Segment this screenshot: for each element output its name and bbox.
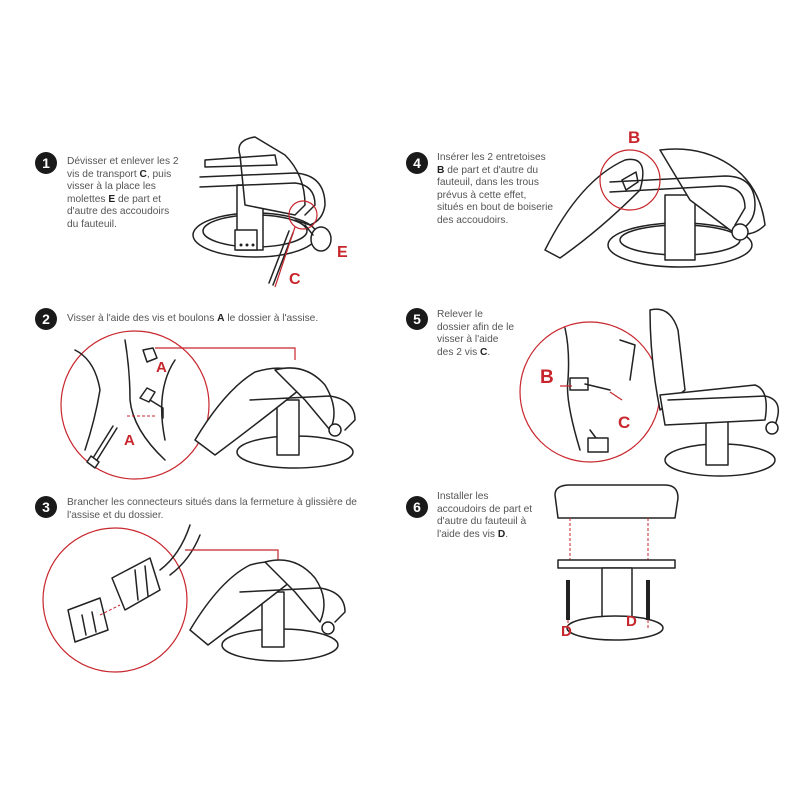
step-1-label-c: C bbox=[289, 271, 301, 288]
step-3-badge: 3 bbox=[35, 496, 57, 518]
step-4-illustration bbox=[544, 148, 766, 268]
step-2-label-a-bottom: A bbox=[124, 432, 135, 449]
step-1-text: Dévisser et enlever les 2 vis de transpo… bbox=[67, 156, 179, 230]
step-2-text: Visser à l'aide des vis et boulons A le … bbox=[67, 313, 319, 324]
step-6-label-d-right: D bbox=[626, 613, 637, 630]
step-5-illustration bbox=[519, 308, 780, 477]
step-1-label-e: E bbox=[337, 244, 348, 261]
step-4-badge: 4 bbox=[406, 152, 428, 174]
step-2-illustration bbox=[60, 330, 356, 480]
step-5-label-b: B bbox=[540, 367, 554, 388]
step-5-text: Relever le dossier afin de le visser à l… bbox=[437, 309, 515, 358]
step-6-badge: 6 bbox=[406, 496, 428, 518]
step-3-illustration bbox=[42, 524, 346, 673]
step-1-illustration bbox=[192, 136, 332, 288]
step-4-text: Insérer les 2 entretoises B de part et d… bbox=[437, 152, 554, 226]
step-3-text: Brancher les connecteurs situés dans la … bbox=[67, 497, 357, 521]
step-1-badge: 1 bbox=[35, 152, 57, 174]
step-4-label-b: B bbox=[628, 128, 641, 147]
step-2-badge: 2 bbox=[35, 308, 57, 330]
step-6-label-d-left: D bbox=[561, 623, 572, 640]
step-2-label-a-top: A bbox=[156, 359, 167, 376]
step-6-illustration bbox=[554, 484, 679, 641]
step-5-badge: 5 bbox=[406, 308, 428, 330]
step-6-text: Installer les accoudoirs de part et d'au… bbox=[437, 491, 533, 540]
step-5-label-c: C bbox=[618, 413, 631, 432]
